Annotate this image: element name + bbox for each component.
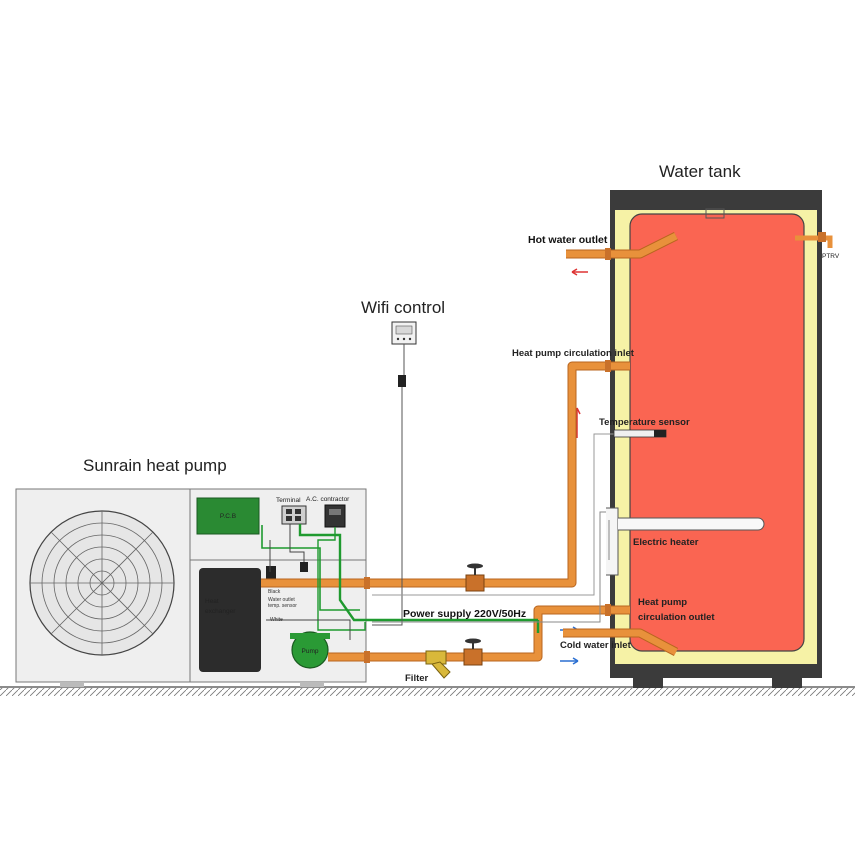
terminal-block: Terminal	[276, 497, 307, 525]
wifi-controller	[391, 321, 417, 375]
heat-pump-title: Sunrain heat pump	[83, 456, 227, 475]
water-tank-title: Water tank	[659, 162, 741, 181]
hot-water-outlet-pipe	[566, 231, 679, 260]
electric-heater	[606, 507, 765, 576]
valve-upper-icon	[465, 563, 485, 592]
hp-circulation-outlet-label-1: Heat pump	[638, 597, 687, 608]
pump-label: Pump	[302, 648, 319, 655]
wifi-control-title: Wifi control	[361, 298, 445, 317]
heat-exchanger-label-2: exchanger	[205, 608, 236, 615]
heat-exchanger-label-1: Heat	[205, 598, 219, 605]
valve-lower-icon	[463, 638, 483, 666]
water-outlet-label: Water outlet	[268, 597, 295, 603]
hp-circulation-inlet-label: Heat pump circulation inlet	[512, 348, 635, 359]
wifi-cable-plug	[398, 375, 406, 387]
water-outlet-sub-label: temp. sensor	[268, 603, 297, 609]
power-supply-label: Power supply 220V/50Hz	[403, 608, 526, 620]
filter-icon	[425, 650, 451, 679]
water-outlet-sensor	[266, 566, 276, 580]
terminal-label: Terminal	[276, 497, 301, 504]
pump: Pump	[290, 631, 330, 669]
pcb-label: P.C.B	[220, 513, 236, 520]
electric-heater-label: Electric heater	[633, 537, 699, 548]
cold-water-inlet-pipe	[563, 628, 679, 656]
ac-contractor-label: A.C. contractor	[306, 496, 350, 503]
filter-label: Filter	[405, 673, 429, 684]
black-wire-label: Black	[268, 589, 281, 595]
temperature-sensor	[613, 429, 667, 438]
ground	[0, 686, 855, 696]
fan-grille-icon	[29, 510, 175, 656]
hp-circulation-outlet-label-2: circulation outlet	[638, 612, 715, 623]
sensor-plug	[300, 562, 308, 572]
ptrv-valve	[795, 232, 833, 248]
circulation-supply-pipe	[261, 360, 630, 589]
hot-water-outlet-label: Hot water outlet	[528, 234, 608, 246]
ptrv-label: PTRV	[822, 253, 840, 260]
cold-water-inlet-label: Cold water inlet	[560, 640, 632, 651]
pcb-board: P.C.B	[196, 497, 260, 535]
heat-exchanger: Heat exchanger	[199, 568, 261, 672]
temperature-sensor-label: Temperature sensor	[599, 417, 690, 428]
